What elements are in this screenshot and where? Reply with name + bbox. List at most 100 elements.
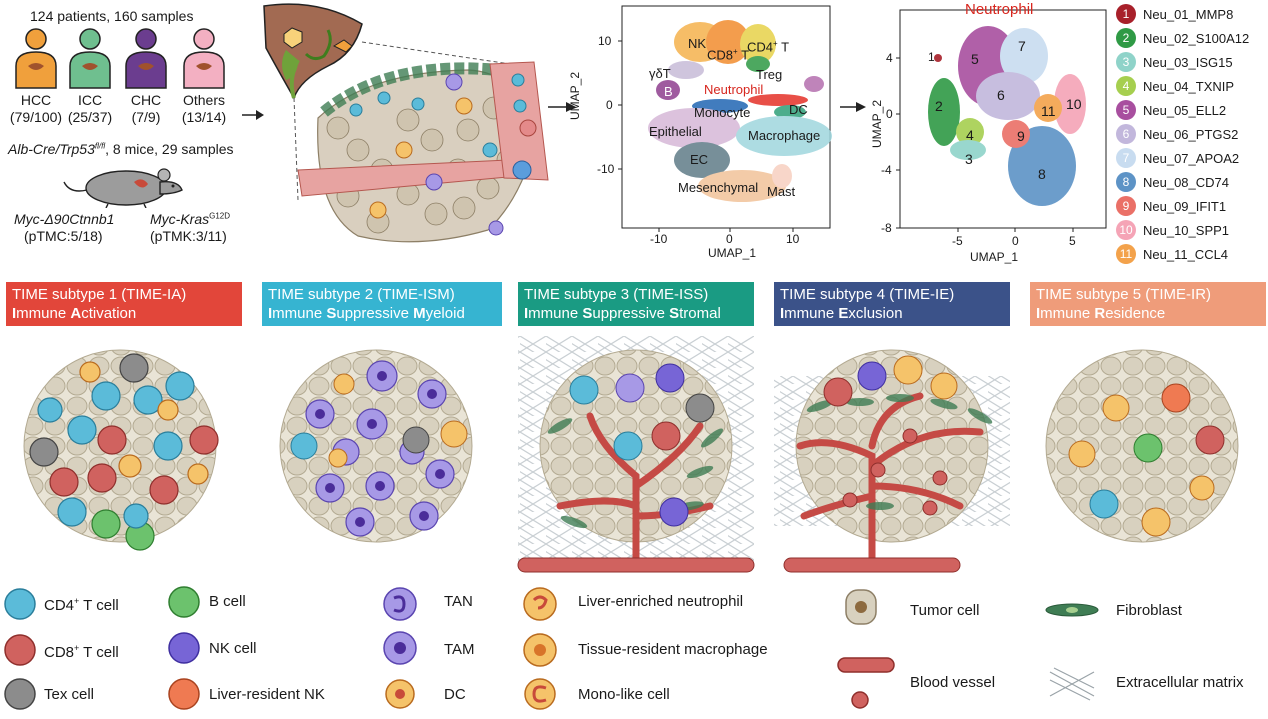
chc-label: CHC [130, 92, 162, 108]
extracellular-matrix-icon [1049, 667, 1095, 701]
liver-icon [263, 3, 363, 100]
legend-vessel-label: Blood vessel [910, 674, 996, 691]
umap-neu-ytick: -4 [881, 163, 892, 177]
cluster-treg [746, 56, 770, 72]
hcc-person-icon [15, 28, 57, 89]
legend-tam-label: TAM [444, 641, 475, 658]
umap-label-b: B [664, 84, 673, 99]
b-cell-icon [168, 586, 200, 618]
legend-len-label: Liver-enriched neutrophil [578, 593, 744, 610]
others-count: (13/14) [181, 109, 227, 125]
neu-cluster-10 [1054, 74, 1086, 134]
umap-label-macrophage: Macrophage [748, 128, 821, 143]
neu-cluster-11 [1034, 94, 1062, 122]
legend-lrnk-label: Liver-resident NK [209, 686, 325, 703]
legend-badge: 3 [1116, 52, 1136, 72]
cluster-b [656, 80, 680, 100]
tumor-cell-icon [845, 589, 877, 625]
umap-neu-frame [899, 9, 1107, 229]
umap-label-treg: Treg [756, 67, 783, 82]
subtype-2-banner: TIME subtype 2 (TIME-ISM) Immune Suppres… [262, 282, 502, 326]
subtype-2-illustration [279, 349, 473, 543]
cell-legend-icons [4, 586, 1099, 710]
umap-neu-ytick: 4 [886, 51, 893, 65]
umap-main-ytick: 0 [606, 98, 613, 112]
icc-count: (25/37) [67, 109, 113, 125]
neu-num-9: 9 [1017, 128, 1025, 144]
tex-cell-icon [4, 678, 36, 710]
liver-tissue-diagram [263, 3, 549, 243]
umap-label-ec: EC [690, 152, 709, 167]
legend-tumor-label: Tumor cell [910, 602, 980, 619]
fibroblast-icon [1045, 603, 1099, 617]
legend-mono-label: Mono-like cell [578, 686, 670, 703]
neu-cluster-7 [1000, 28, 1048, 84]
cluster-cd4 [740, 24, 776, 64]
arrow-right-icon [548, 102, 576, 112]
subtype-3-illustration [517, 336, 755, 573]
neu-num-1: 1 [928, 50, 935, 64]
neu-cluster-8 [1008, 126, 1076, 206]
subtype-illustrations [23, 336, 1239, 573]
neu-cluster-6 [976, 72, 1040, 120]
subtype-3-banner: TIME subtype 3 (TIME-ISS) Immune Suppres… [518, 282, 754, 326]
model1-name: Myc-Δ90Ctnnb1 [14, 211, 115, 227]
blood-vessel-icon [837, 657, 895, 709]
cluster-cd8 [706, 20, 750, 64]
umap-label-dc: DC [789, 102, 808, 117]
legend-nk-label: NK cell [209, 640, 257, 657]
legend-badge: 2 [1116, 28, 1136, 48]
umap-main-ylabel: UMAP_2 [568, 71, 582, 120]
legend-badge: 6 [1116, 124, 1136, 144]
others-person-icon [183, 28, 225, 89]
umap-neu-xtick: 0 [1012, 234, 1019, 248]
model2-samples: (pTMK:3/11) [150, 228, 227, 244]
umap-label-cd4: CD4+ T [747, 39, 790, 55]
chc-count: (7/9) [131, 109, 161, 125]
liver-resident-nk-icon [168, 678, 200, 710]
cluster-dc [774, 105, 806, 119]
legend-badge: 11 [1116, 244, 1136, 264]
cluster-gdt [668, 61, 704, 79]
legend-badge: 1 [1116, 4, 1136, 24]
mouse-icon [63, 168, 183, 208]
icc-label: ICC [77, 92, 103, 108]
legend-dc-label: DC [444, 686, 466, 703]
cluster-mesenchymal [698, 170, 786, 202]
neu-num-6: 6 [997, 87, 1005, 103]
legend-badge: 10 [1116, 220, 1136, 240]
legend-label: Neu_11_CCL4 [1143, 247, 1229, 262]
subtype-5-banner: TIME subtype 5 (TIME-IR) Immune Residenc… [1030, 282, 1266, 326]
mouse-line-label: Alb-Cre/Trp53fl/fl, 8 mice, 29 samples [8, 141, 234, 157]
tissue-resident-macrophage-icon [523, 633, 557, 667]
umap-label-monocyte: Monocyte [694, 105, 751, 120]
umap-neu-xtick: 5 [1069, 234, 1076, 248]
legend-label: Neu_02_S100A12 [1143, 31, 1250, 46]
umap-main-xtick: -10 [650, 232, 668, 246]
umap-main-ytick: 10 [598, 34, 612, 48]
legend-label: Neu_09_IFIT1 [1143, 199, 1227, 214]
cluster-ec [674, 142, 730, 178]
legend-label: Neu_04_TXNIP [1143, 79, 1235, 94]
subtype-4-illustration [774, 349, 1010, 573]
legend-badge: 5 [1116, 100, 1136, 120]
umap-neu-title: Neutrophil [965, 1, 1034, 18]
legend-fibroblast-label: Fibroblast [1116, 602, 1182, 619]
cd4-t-cell-icon [4, 588, 36, 620]
umap-label-cd8: CD8+ T [707, 47, 750, 63]
subtype-1-banner: TIME subtype 1 (TIME-IA) Immune Activati… [6, 282, 242, 326]
umap-main-plot [618, 5, 832, 232]
neu-cluster-4 [956, 118, 984, 146]
cluster-dc-secondary [804, 76, 824, 92]
neu-num-3: 3 [965, 151, 973, 167]
legend-ecm-label: Extracellular matrix [1116, 674, 1244, 691]
umap-neu-ytick: -8 [881, 221, 892, 235]
neu-num-4: 4 [966, 127, 974, 143]
hcc-count: (79/100) [9, 109, 63, 125]
neu-num-10: 10 [1066, 96, 1082, 112]
mono-like-cell-icon [524, 678, 556, 710]
legend-tex-label: Tex cell [44, 686, 95, 703]
legend-label: Neu_01_MMP8 [1143, 7, 1234, 22]
legend-tan-label: TAN [444, 593, 473, 610]
umap-main-xtick: 10 [786, 232, 800, 246]
